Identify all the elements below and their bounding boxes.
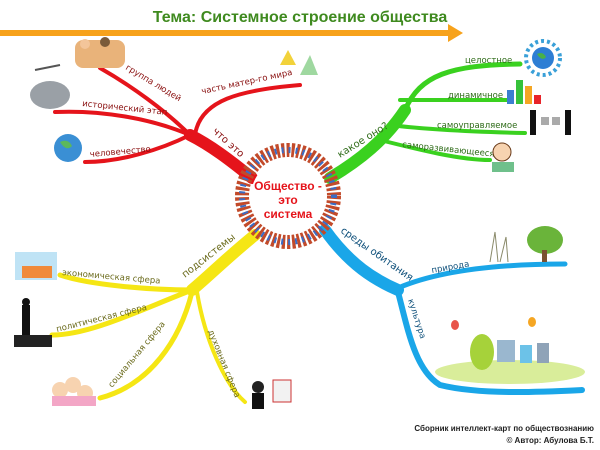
item-group-of-people: группа людей (123, 63, 182, 104)
credit-collection: Сборник интеллект-карт по обществознанию (414, 424, 594, 433)
bar-chart-illustration (507, 80, 541, 104)
credit-author: © Автор: Абулова Б.Т. (506, 436, 594, 445)
dancing-figures-illustration (280, 50, 318, 75)
family-illustration (52, 377, 96, 406)
politician-illustration (14, 298, 52, 347)
globe-network-illustration (524, 39, 562, 77)
factory-illustration (15, 252, 57, 280)
item-spiritual-sphere: духовная сфера (205, 328, 241, 399)
branch-environment (319, 224, 585, 396)
historical-warrior-illustration (30, 64, 70, 109)
nature-illustration (489, 226, 563, 263)
item-self-governing: самоуправляемое (437, 121, 517, 131)
branch-kind (324, 61, 527, 184)
branch-subsystems (49, 229, 261, 404)
people-group-illustration (75, 37, 125, 68)
center-line-1: Общество - (254, 179, 322, 193)
painter-illustration (252, 379, 292, 409)
city-culture-illustration (435, 317, 585, 384)
center-line-2: это (278, 193, 298, 207)
item-integral: целостное (465, 56, 512, 66)
item-political-sphere: политическая сфера (55, 303, 148, 335)
title-arrow (0, 24, 463, 42)
puzzle-people-illustration (530, 110, 571, 135)
student-illustration (492, 142, 514, 172)
item-dynamic: динамичное (448, 91, 503, 101)
page-title: Тема: Системное строение общества (153, 9, 448, 26)
center-node (235, 143, 341, 249)
center-line-3: система (264, 207, 313, 221)
globe-people-illustration (54, 134, 82, 162)
